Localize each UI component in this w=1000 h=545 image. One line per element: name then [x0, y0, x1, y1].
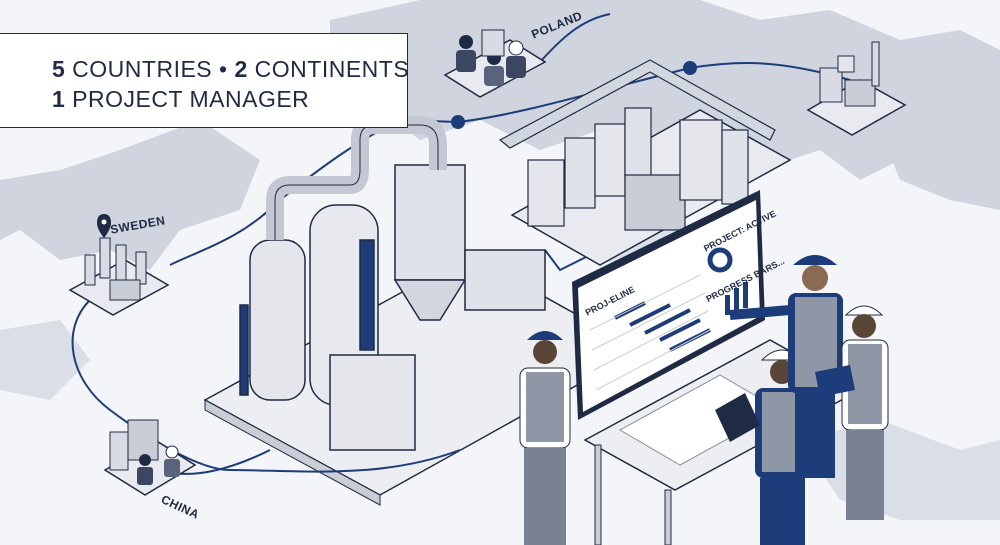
worker-left — [519, 331, 571, 545]
headline-continents-text: CONTINENTS — [247, 56, 410, 82]
headline-countries-count: 5 — [52, 56, 66, 82]
headline-manager-count: 1 — [52, 86, 66, 112]
route-node-poland — [683, 61, 697, 75]
dashboard-monitor — [572, 190, 765, 420]
map-pin-icon — [97, 214, 111, 238]
poland-factory-tile — [806, 41, 907, 136]
process-equipment — [239, 116, 546, 451]
electrical-room — [498, 59, 792, 266]
headline-manager-text: PROJECT MANAGER — [65, 86, 310, 112]
headline-continents-count: 2 — [234, 56, 248, 82]
plant-platform — [203, 254, 642, 506]
poland-team-tile — [443, 29, 547, 98]
sweden-factory-tile — [68, 237, 170, 316]
headline-line-1: 5 COUNTRIES • 2 CONTINENTS — [52, 54, 410, 84]
headline-panel: 5 COUNTRIES • 2 CONTINENTS 1 PROJECT MAN… — [0, 33, 410, 128]
route-node-europe — [451, 115, 465, 129]
china-team-tile — [103, 419, 197, 496]
headline-line-2: 1 PROJECT MANAGER — [52, 84, 407, 114]
headline-countries-text: COUNTRIES • — [65, 56, 235, 82]
worker-right — [815, 305, 889, 520]
